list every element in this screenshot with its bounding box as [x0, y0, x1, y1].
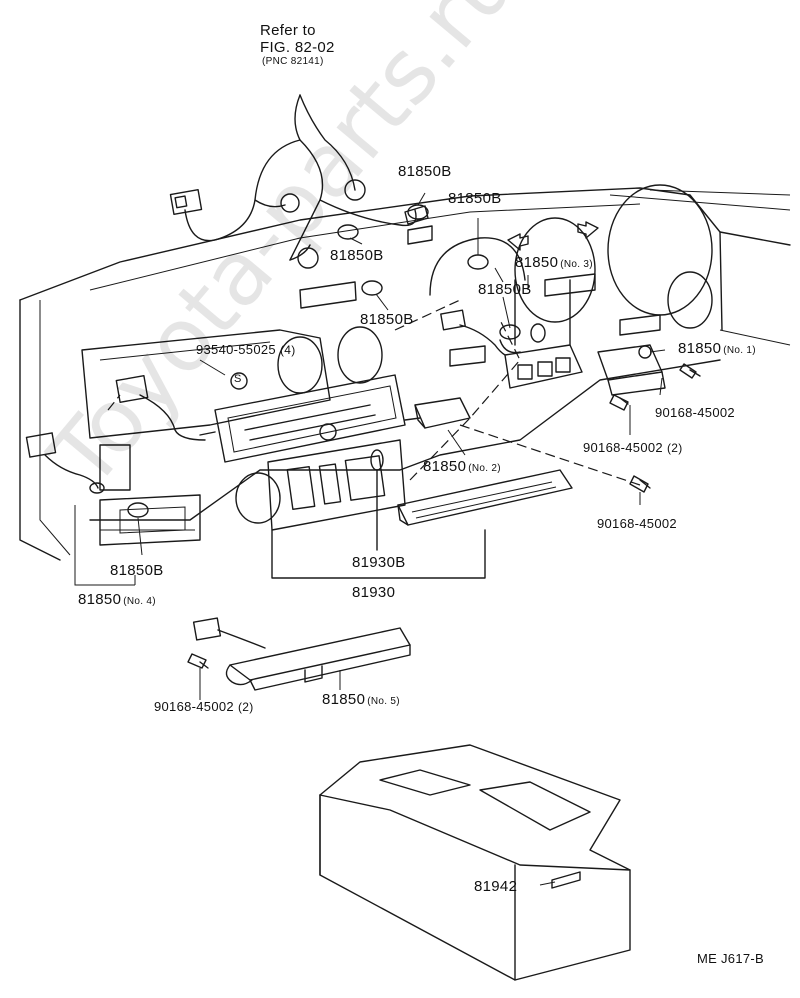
label-81850-no2: 81850(No. 2)	[423, 458, 501, 475]
label-90168-a: 90168-45002	[655, 405, 735, 420]
switch-assembly-no3	[440, 279, 583, 389]
wire-harness	[169, 94, 433, 269]
lamp-bar	[397, 469, 573, 526]
figure-code: ME J617-B	[697, 951, 765, 966]
label-90168-d: 90168-45002(2)	[154, 699, 254, 714]
label-81850-no5-sub: (No. 5)	[367, 696, 400, 707]
s-marker: S	[234, 373, 242, 385]
left-connectors	[25, 375, 206, 494]
label-81850-no4-num: 81850	[78, 591, 122, 608]
label-81850-no2-num: 81850	[423, 458, 467, 475]
label-81850-no1-sub: (No. 1)	[723, 345, 756, 356]
label-81850-no1-num: 81850	[678, 340, 722, 357]
label-81850b-c: 81850B	[330, 247, 384, 264]
dashboard-outline	[19, 184, 791, 561]
label-81850b-b: 81850B	[448, 190, 502, 207]
label-90168-b-num: 90168-45002	[583, 440, 663, 455]
label-81930: 81930	[352, 584, 396, 601]
heater-control-panel	[199, 374, 486, 579]
label-90168-d-num: 90168-45002	[154, 699, 234, 714]
label-81850b-d: 81850B	[478, 281, 532, 298]
s-marker-circle	[230, 372, 248, 390]
label-90168-d-sub: (2)	[237, 700, 254, 714]
label-93540-num: 93540-55025	[196, 342, 276, 357]
refer-to-line3: (PNC 82141)	[262, 56, 324, 67]
switch-no5	[187, 617, 411, 691]
refer-to-line2: FIG. 82-02	[260, 39, 335, 56]
label-93540: 93540-55025(4)	[196, 342, 296, 357]
label-81850b-f: 81850B	[110, 562, 164, 579]
refer-to-line1: Refer to	[260, 22, 316, 39]
label-81850-no4: 81850(No. 4)	[78, 591, 156, 608]
leader-lines	[74, 192, 666, 886]
label-81850b-a: 81850B	[398, 163, 452, 180]
label-81930b: 81930B	[352, 554, 406, 571]
module-no2	[414, 397, 651, 493]
label-81850-no3: 81850(No. 3)	[515, 254, 593, 271]
label-90168-b: 90168-45002(2)	[583, 440, 683, 455]
label-81942: 81942	[474, 878, 518, 895]
label-81850-no5: 81850(No. 5)	[322, 691, 400, 708]
label-93540-sub: (4)	[279, 343, 296, 357]
label-81850b-e: 81850B	[360, 311, 414, 328]
label-81850-no4-sub: (No. 4)	[123, 596, 156, 607]
label-81850-no3-sub: (No. 3)	[560, 259, 593, 270]
label-81850-no5-num: 81850	[322, 691, 366, 708]
label-90168-b-sub: (2)	[666, 441, 683, 455]
label-81850-no1: 81850(No. 1)	[678, 340, 756, 357]
label-81850-no3-num: 81850	[515, 254, 559, 271]
label-90168-c: 90168-45002	[597, 516, 677, 531]
center-console	[319, 744, 631, 981]
label-81850-no2-sub: (No. 2)	[468, 463, 501, 474]
